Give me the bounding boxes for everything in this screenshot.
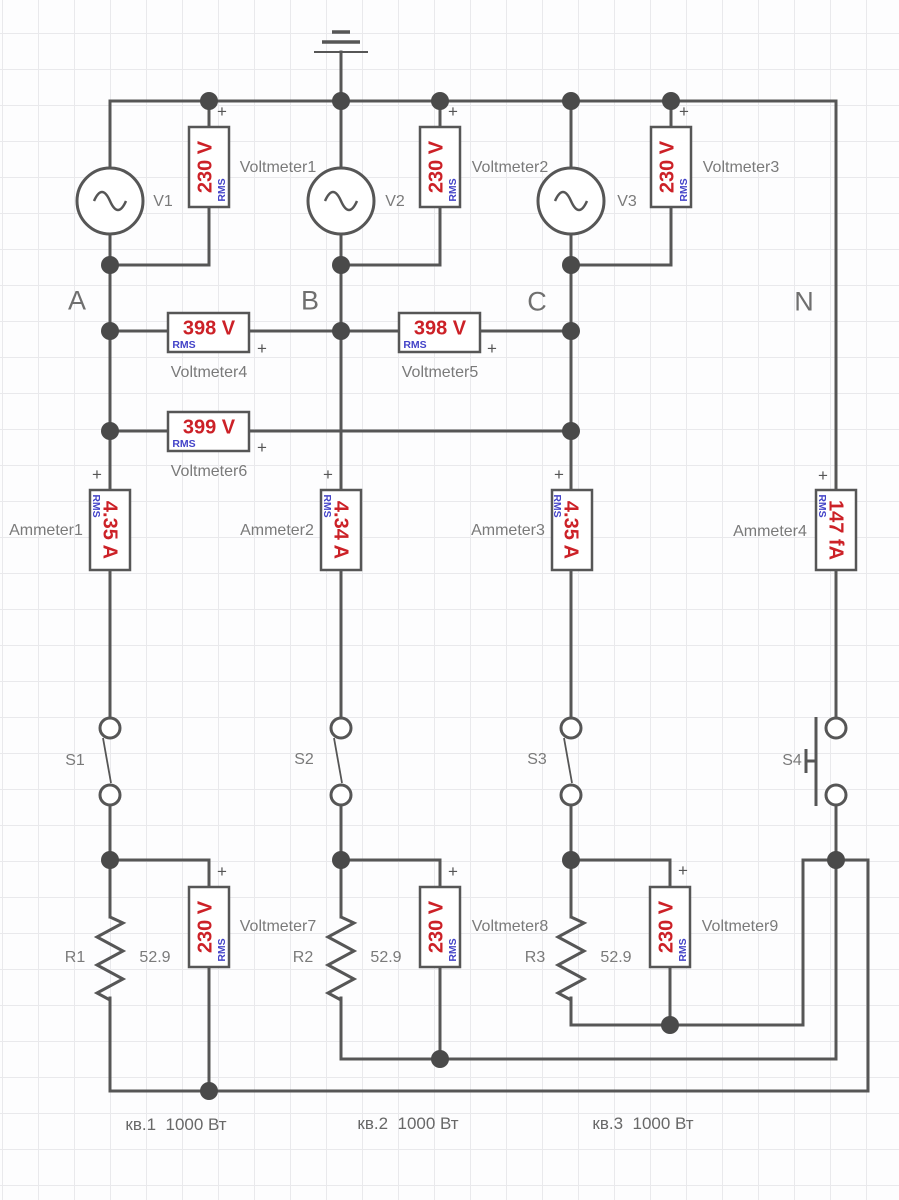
source-label-v1: V1 (153, 193, 173, 210)
ammeter2-plus: + (323, 465, 333, 484)
caption-apartment-3: кв.3 1000 Вт (592, 1114, 694, 1133)
resistor-r2-label: R2 (292, 949, 314, 966)
ammeter1-plus: + (92, 465, 102, 484)
switch-s3-label: S3 (527, 751, 547, 768)
voltmeter8-mode: RMS (447, 938, 459, 962)
voltmeter5-mode: RMS (403, 339, 427, 351)
ammeter2-label: Ammeter2 (240, 522, 314, 539)
ammeter3-plus: + (554, 465, 564, 484)
resistor-r3-label: R3 (524, 949, 546, 966)
voltmeter6-body[interactable] (166, 410, 251, 453)
ground-symbol[interactable] (314, 30, 368, 53)
ammeter4-body[interactable] (814, 488, 858, 572)
voltmeter2-value: 230 V (425, 140, 448, 194)
ammeter4-plus: + (818, 466, 828, 485)
voltmeter3-mode: RMS (678, 178, 690, 202)
phase-label-c: C (527, 286, 547, 317)
voltmeter2-label: Voltmeter2 (471, 159, 549, 176)
resistor-r1[interactable] (93, 915, 127, 1002)
switch-s2[interactable] (329, 716, 353, 807)
sine-icon (323, 190, 359, 212)
voltmeter5-value: 398 V (413, 317, 467, 340)
voltmeter5-body[interactable] (397, 311, 482, 354)
voltage-source-v2[interactable] (306, 166, 376, 236)
voltmeter8-plus: + (448, 862, 458, 881)
switch-s1-label: S1 (65, 752, 85, 769)
resistors (93, 915, 588, 1002)
ammeter3-mode: RMS (551, 494, 563, 518)
voltmeter3-plus: + (679, 102, 689, 121)
voltmeter8-value: 230 V (425, 900, 448, 954)
voltmeter7-label: Voltmeter7 (239, 918, 317, 935)
voltmeter4-plus: + (257, 339, 267, 358)
voltmeter3-value: 230 V (656, 140, 679, 194)
caption-apartment-2: кв.2 1000 Вт (357, 1114, 459, 1133)
voltmeter3-body[interactable] (649, 125, 693, 209)
voltmeter1-value: 230 V (194, 140, 217, 194)
switch-s4-label: S4 (782, 752, 802, 769)
source-label-v2: V2 (385, 193, 405, 210)
sine-icon (553, 190, 589, 212)
ammeter4-mode: RMS (816, 494, 828, 518)
voltmeter7-body[interactable] (187, 885, 231, 969)
voltmeter6-mode: RMS (172, 438, 196, 450)
ammeter1-body[interactable] (88, 488, 132, 572)
voltmeter7-mode: RMS (216, 938, 228, 962)
voltage-source-v3[interactable] (536, 166, 606, 236)
source-label-v3: V3 (617, 193, 637, 210)
resistor-r3[interactable] (554, 915, 588, 1002)
voltmeter1-mode: RMS (216, 178, 228, 202)
voltage-source-v1[interactable] (75, 166, 145, 236)
voltmeter9-value: 230 V (655, 900, 678, 954)
voltmeter2-plus: + (448, 102, 458, 121)
switch-s1[interactable] (98, 716, 122, 807)
ammeter3-label: Ammeter3 (471, 522, 545, 539)
ammeter4-label: Ammeter4 (733, 523, 807, 540)
switch-s3[interactable] (559, 716, 583, 807)
voltmeter7-plus: + (217, 862, 227, 881)
voltmeter6-value: 399 V (182, 416, 236, 439)
voltmeter6-label: Voltmeter6 (170, 463, 248, 480)
resistor-r1-value: 52.9 (139, 949, 171, 966)
voltmeter8-label: Voltmeter8 (471, 918, 549, 935)
voltmeter1-label: Voltmeter1 (239, 159, 317, 176)
voltmeter9-body[interactable] (648, 885, 692, 969)
voltmeter2-mode: RMS (447, 178, 459, 202)
voltmeter9-label: Voltmeter9 (701, 918, 779, 935)
voltmeter9-plus: + (678, 861, 688, 880)
voltmeter2-body[interactable] (418, 125, 462, 209)
voltmeter4-label: Voltmeter4 (170, 364, 248, 381)
switch-s2-label: S2 (294, 751, 314, 768)
resistor-r3-value: 52.9 (600, 949, 632, 966)
ammeter1-mode: RMS (90, 494, 102, 518)
voltmeter7-value: 230 V (194, 900, 217, 954)
caption-apartment-1: кв.1 1000 Вт (125, 1115, 227, 1134)
voltmeter5-plus: + (487, 339, 497, 358)
ammeter2-body[interactable] (319, 488, 363, 572)
voltmeter4-body[interactable] (166, 311, 251, 354)
ammeter2-mode: RMS (321, 494, 333, 518)
phase-label-n: N (794, 286, 814, 317)
resistor-r1-label: R1 (64, 949, 86, 966)
sine-icon (92, 190, 128, 212)
ammeter3-body[interactable] (550, 488, 594, 572)
voltmeter5-label: Voltmeter5 (401, 364, 479, 381)
voltmeter1-body[interactable] (187, 125, 231, 209)
voltmeter8-body[interactable] (418, 885, 462, 969)
voltmeter9-mode: RMS (677, 938, 689, 962)
voltmeter4-mode: RMS (172, 339, 196, 351)
resistor-r2-value: 52.9 (370, 949, 402, 966)
pushbutton-s4[interactable] (804, 716, 848, 807)
phase-label-a: A (67, 285, 87, 316)
ammeter1-label: Ammeter1 (9, 522, 83, 539)
voltmeter4-value: 398 V (182, 317, 236, 340)
voltmeter6-plus: + (257, 438, 267, 457)
resistor-r2[interactable] (324, 915, 358, 1002)
voltmeter1-plus: + (217, 102, 227, 121)
phase-label-b: B (300, 285, 320, 316)
voltmeter3-label: Voltmeter3 (702, 159, 780, 176)
junction-dots (101, 92, 845, 1100)
